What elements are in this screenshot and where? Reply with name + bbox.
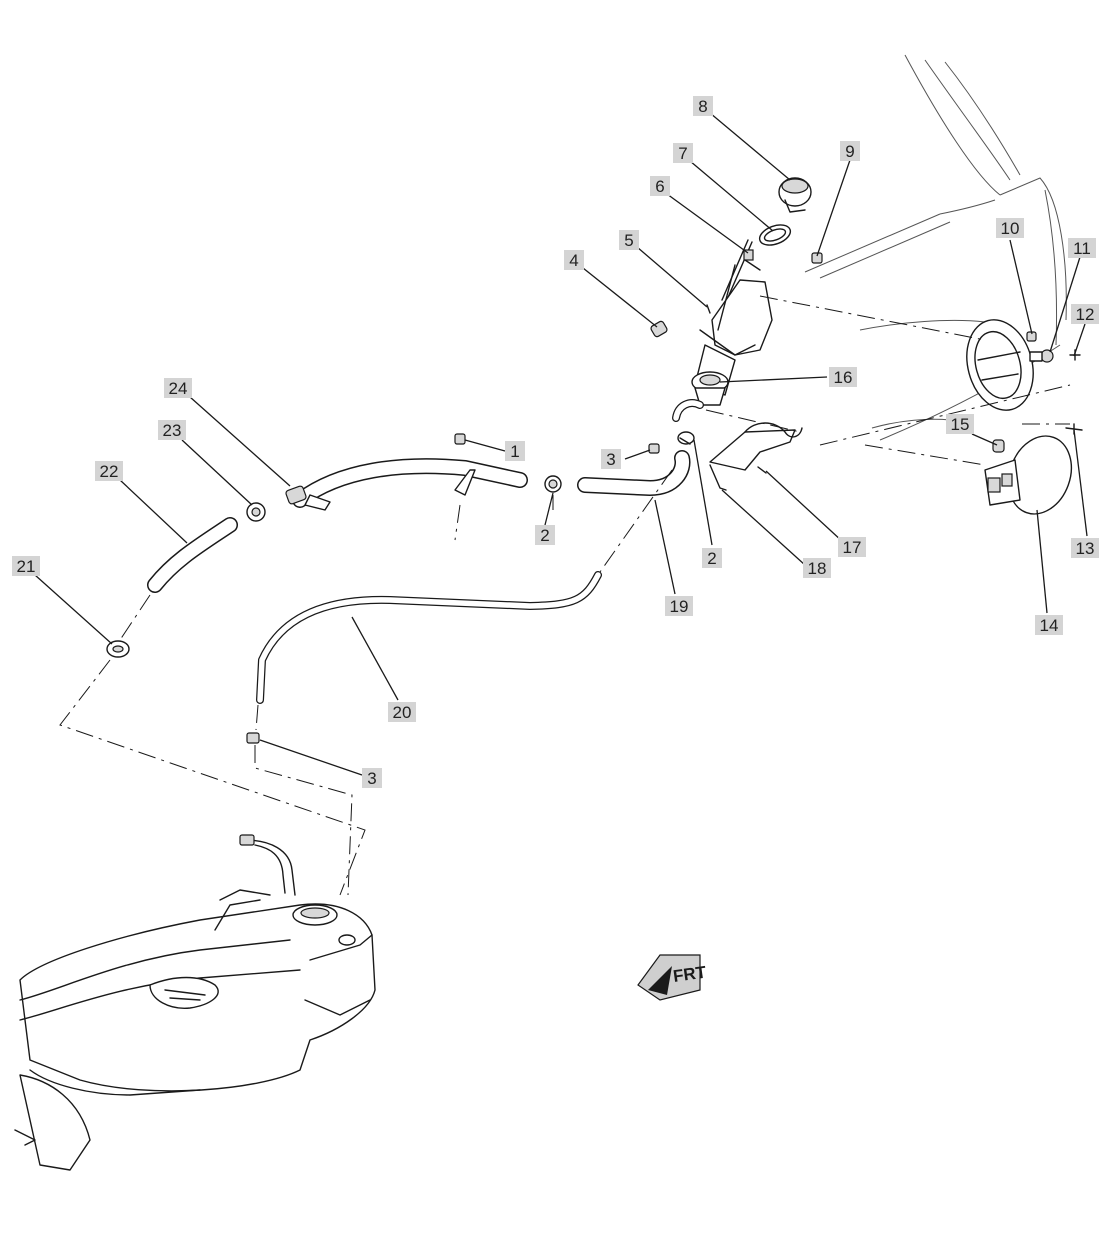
callout-number: 8 [698, 97, 707, 116]
vent-hose-fitting [672, 399, 704, 422]
screw-5 [706, 304, 711, 314]
callout-12: 12 [1071, 304, 1099, 324]
callout-number: 3 [606, 450, 615, 469]
orientation-label: FRT [672, 962, 708, 985]
fuel-door-14 [984, 435, 1073, 515]
callout-number: 17 [843, 538, 862, 557]
callout-14: 14 [1035, 615, 1063, 635]
clamp-23 [246, 502, 266, 522]
callout-1: 1 [505, 441, 525, 461]
callout-number: 22 [100, 462, 119, 481]
callout-24: 24 [164, 378, 192, 398]
bolt-17 [757, 466, 767, 474]
callout-2-right: 2 [702, 548, 722, 568]
callout-number: 9 [845, 142, 854, 161]
callout-number: 11 [1073, 239, 1091, 258]
callout-number: 1 [510, 442, 519, 461]
callout-7: 7 [673, 143, 693, 163]
filler-hose-22 [147, 517, 238, 593]
callout-number: 19 [670, 597, 689, 616]
clamp-21 [106, 640, 130, 658]
callout-15: 15 [946, 414, 974, 434]
callout-17: 17 [838, 537, 866, 557]
callout-number: 24 [169, 379, 188, 398]
pipe-bracket-1 [454, 433, 476, 496]
callout-number: 12 [1076, 305, 1095, 324]
vent-tube-20 [256, 571, 602, 704]
callout-number: 16 [834, 368, 853, 387]
callout-13: 13 [1071, 538, 1099, 558]
callout-number: 3 [367, 769, 376, 788]
front-direction-arrow-icon: FRT [637, 954, 708, 1001]
clamp-2-right [677, 431, 695, 445]
callout-22: 22 [95, 461, 123, 481]
nut-11 [1029, 349, 1054, 363]
callout-number: 15 [951, 415, 970, 434]
callout-3-upper: 3 [601, 449, 621, 469]
callout-18: 18 [803, 558, 831, 578]
vehicle-body-panel [804, 54, 1067, 441]
callout-number: 4 [569, 251, 578, 270]
fuel-cap-8 [778, 177, 812, 213]
callout-16: 16 [829, 367, 857, 387]
callout-number: 18 [808, 559, 827, 578]
callout-23: 23 [158, 420, 186, 440]
shield-18 [709, 429, 796, 491]
callout-21: 21 [12, 556, 40, 576]
callout-number: 5 [624, 231, 633, 250]
bracket-curve [744, 422, 803, 438]
clamp-3-lower [246, 732, 260, 744]
callout-11: 11 [1068, 238, 1096, 258]
callout-19: 19 [665, 596, 693, 616]
callout-9: 9 [840, 141, 860, 161]
callout-2-left: 2 [535, 525, 555, 545]
callout-6: 6 [650, 176, 670, 196]
callout-number: 13 [1076, 539, 1095, 558]
assembly-lines [59, 295, 1071, 896]
callout-3-lower: 3 [362, 768, 382, 788]
pipe-clamp-24 [285, 485, 331, 511]
callout-number: 10 [1001, 219, 1020, 238]
clamp-2-left [544, 475, 562, 493]
callout-5: 5 [619, 230, 639, 250]
seal-7 [758, 224, 792, 246]
callout-20: 20 [388, 702, 416, 722]
check-valve-16 [691, 371, 729, 406]
callout-4: 4 [564, 250, 584, 270]
filler-hose-19 [577, 450, 691, 496]
callout-number: 21 [17, 557, 36, 576]
callout-number: 2 [707, 549, 716, 568]
callout-number: 2 [540, 526, 549, 545]
callout-8: 8 [693, 96, 713, 116]
leader-lines [34, 112, 1088, 776]
callout-10: 10 [996, 218, 1024, 238]
fill-pipe-main [292, 458, 528, 508]
callout-number: 14 [1040, 616, 1059, 635]
callout-number: 23 [163, 421, 182, 440]
callout-number: 20 [393, 703, 412, 722]
fuel-tank [14, 834, 376, 1171]
bumper-15 [992, 439, 1005, 453]
clamp-3-upper [648, 443, 660, 454]
callout-number: 7 [678, 144, 687, 163]
clip-9 [811, 252, 823, 264]
callout-number: 6 [655, 177, 664, 196]
